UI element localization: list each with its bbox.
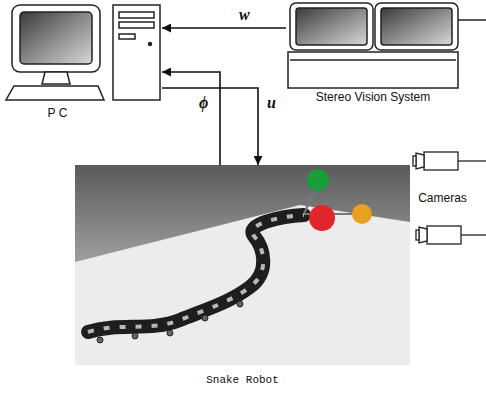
vision-system-node: Stereo Vision System: [286, 2, 460, 106]
signal-symbol: w: [238, 6, 251, 24]
signal-symbol: ϕ: [198, 94, 209, 112]
signal-arrow: [162, 72, 220, 165]
node-label: P C: [2, 106, 113, 120]
robot-node: Snake Robot: [75, 165, 410, 391]
pc-illustration: [6, 5, 160, 100]
signal-arrow: [162, 27, 286, 29]
computer-node: P C: [5, 3, 162, 122]
camera-node: Cameras: [405, 145, 480, 250]
signal-symbol: u: [266, 94, 277, 112]
node-label: Stereo Vision System: [283, 90, 463, 104]
signal-arrow: [162, 88, 258, 165]
node-label: Snake Robot: [72, 373, 413, 387]
snake-robot-photo: [75, 165, 410, 365]
stereo-vision-illustration: [288, 3, 486, 88]
node-label: Cameras: [402, 191, 483, 205]
